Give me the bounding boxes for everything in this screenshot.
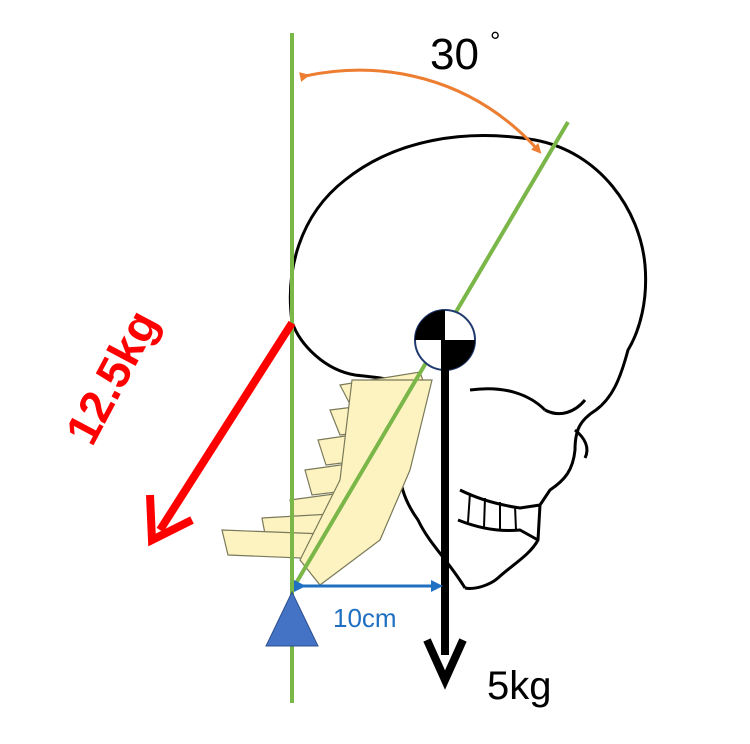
skull-cheekbone	[469, 387, 547, 412]
triangle-pivot-icon	[265, 590, 319, 647]
angle-unit: °	[490, 26, 501, 56]
skull-eye-socket	[544, 399, 587, 416]
skull-teeth-lower	[457, 518, 539, 542]
angle-label: 30	[430, 30, 479, 79]
neck-force-arrow	[146, 320, 296, 547]
skull-teeth-upper	[459, 488, 541, 510]
angle-arc	[299, 68, 542, 154]
vertebrae	[221, 371, 433, 586]
skull-nose	[574, 428, 589, 459]
weight-arrow	[423, 340, 467, 690]
head-weight-label: 5kg	[487, 664, 552, 708]
vertebra-body-column	[299, 379, 433, 586]
moment-arm-label: 10cm	[333, 603, 397, 633]
skull-teeth-lines	[467, 492, 517, 531]
